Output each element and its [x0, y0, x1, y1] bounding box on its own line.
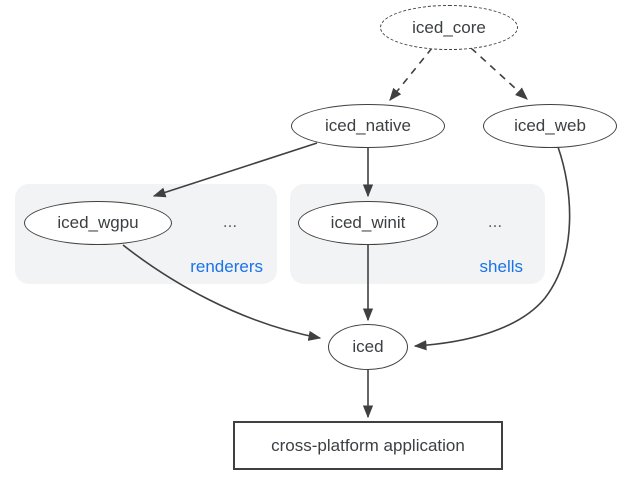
node-iced-winit-label: iced_winit	[330, 213, 406, 232]
edge-iced-web-to-iced	[413, 146, 571, 351]
node-iced: iced	[328, 324, 408, 370]
edge-iced-native-to-iced-wgpu	[152, 142, 318, 198]
node-iced-winit: iced_winit	[298, 201, 438, 245]
edge-iced-core-to-iced-web	[470, 47, 528, 100]
node-iced-label: iced	[352, 337, 384, 356]
group-shells-ellipsis: ...	[487, 212, 503, 231]
group-renderers-ellipsis: ...	[222, 212, 238, 231]
node-iced-native: iced_native	[291, 104, 445, 148]
edge-iced-wgpu-to-iced	[122, 244, 322, 341]
node-iced-wgpu: iced_wgpu	[24, 201, 172, 245]
group-shells-label: shells	[479, 257, 523, 276]
node-cross-platform-application-label: cross-platform application	[271, 435, 465, 455]
node-iced-core: iced_core	[380, 5, 518, 50]
node-iced-core-label: iced_core	[412, 17, 486, 37]
group-renderers-label: renderers	[190, 257, 263, 276]
node-iced-native-label: iced_native	[324, 116, 411, 135]
edge-iced-core-to-iced-native	[389, 47, 433, 101]
node-iced-web-label: iced_web	[514, 116, 586, 135]
node-iced-wgpu-label: iced_wgpu	[57, 213, 139, 232]
node-iced-web: iced_web	[483, 104, 617, 148]
node-cross-platform-application: cross-platform application	[233, 421, 503, 470]
